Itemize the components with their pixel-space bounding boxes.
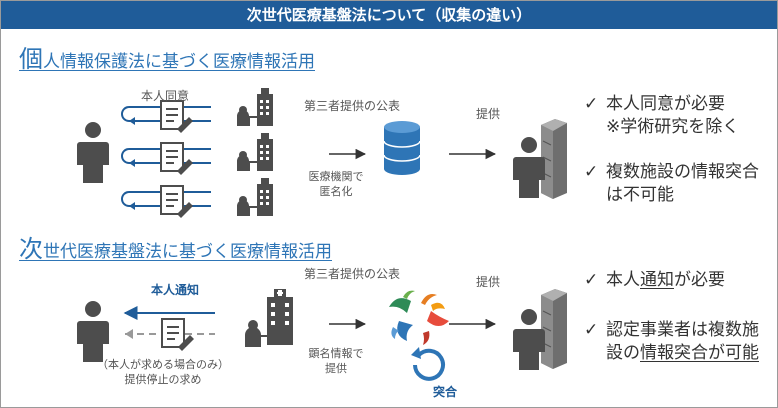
named-info-line2: 提供 <box>325 362 347 375</box>
anonymize-line1: 医療機関で <box>308 170 364 183</box>
stop-request-line1: （本人が求める場合のみ） <box>97 358 229 371</box>
certified-operator-logo <box>389 290 449 345</box>
person-icon <box>513 309 545 370</box>
checkmark-icon: ✓ <box>584 94 599 114</box>
document-icon <box>160 185 193 218</box>
checkmark-icon: ✓ <box>584 270 599 290</box>
section1-title-first-char: 個 <box>19 45 43 73</box>
consent-label: 本人同意 <box>141 89 190 103</box>
check-certified-matching: ✓認定事業者は複数施 設の情報突合が可能 <box>584 320 759 363</box>
provide-label-2: 提供 <box>476 275 501 289</box>
stop-request-line2: 提供停止の求め <box>124 373 202 386</box>
publish-label: 第三者提供の公表 <box>304 99 401 113</box>
named-info-line1: 顕名情報で <box>308 347 364 360</box>
hospital-icon <box>245 289 293 347</box>
anonymize-label: 医療機関で 匿名化 <box>301 169 371 199</box>
section2-title: 次世代医療基盤法に基づく医療情報活用 <box>19 229 332 264</box>
match-label: 突合 <box>433 385 458 399</box>
server-icon <box>541 119 567 199</box>
cycle-arrow-icon <box>411 347 445 381</box>
person-icon <box>77 122 109 183</box>
document-icon <box>160 100 193 133</box>
anonymize-line2: 匿名化 <box>319 185 353 198</box>
check-consent: ✓本人同意が必要 ※学術研究を除く <box>584 94 740 137</box>
section2-title-rest: 世代医療基盤法に基づく医療情報活用 <box>43 242 332 262</box>
publish-label-2: 第三者提供の公表 <box>304 267 401 281</box>
stop-request-label: （本人が求める場合のみ） 提供停止の求め <box>93 357 233 387</box>
section1-title-rest: 人情報保護法に基づく医療情報活用 <box>43 52 315 72</box>
server-icon <box>541 289 567 369</box>
person-icon <box>77 301 109 362</box>
named-info-label: 顕名情報で 提供 <box>301 346 371 376</box>
hospital-icon <box>236 177 274 217</box>
checkmark-icon: ✓ <box>584 162 599 182</box>
consent-bracket <box>121 106 211 210</box>
hospital-icon <box>236 132 274 172</box>
section1-title: 個人情報保護法に基づく医療情報活用 <box>19 39 315 74</box>
person-icon <box>513 137 545 198</box>
check-matching: ✓複数施設の情報突合 は不可能 <box>584 162 759 205</box>
banner-title: 次世代医療基盤法について（収集の違い） <box>1 1 777 29</box>
notice-label: 本人通知 <box>151 283 200 297</box>
provide-label: 提供 <box>476 107 501 121</box>
section2-title-first-char: 次 <box>19 235 43 263</box>
database-icon <box>383 121 421 175</box>
check-notice: ✓本人通知が必要 <box>584 270 725 290</box>
document-icon <box>160 142 193 175</box>
checkmark-icon: ✓ <box>584 320 599 340</box>
hospital-icon <box>236 87 274 127</box>
document-icon <box>161 318 194 351</box>
